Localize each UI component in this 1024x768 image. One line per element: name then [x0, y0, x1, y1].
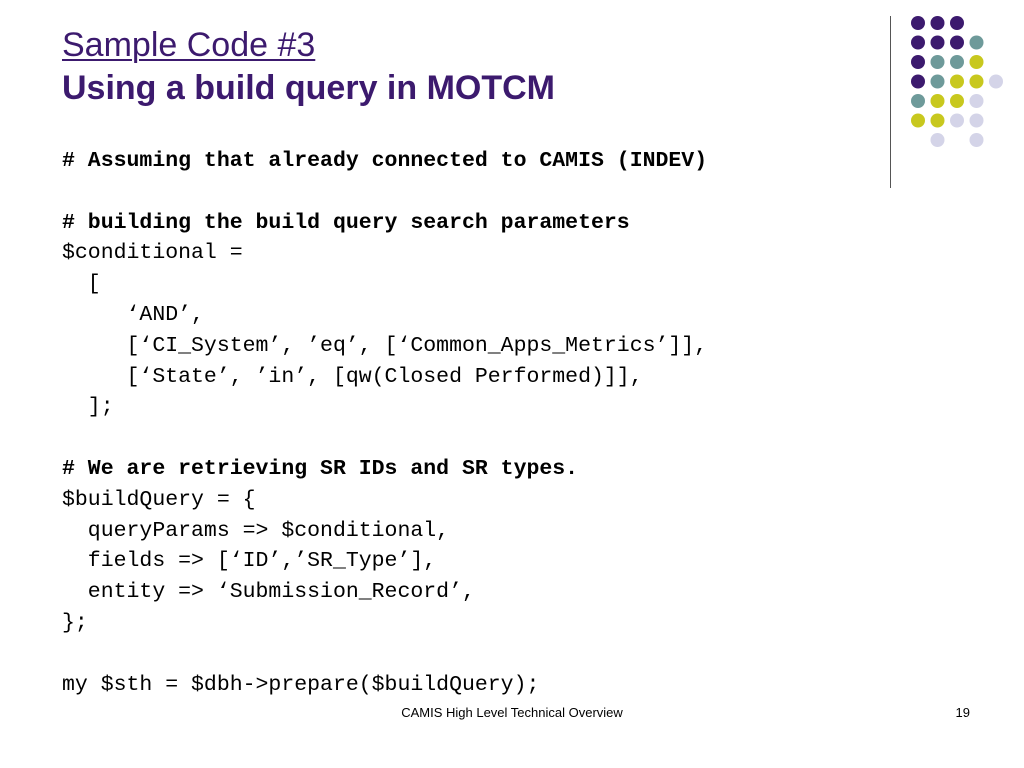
- decorative-dot: [950, 16, 964, 30]
- decorative-dot: [969, 133, 984, 147]
- decorative-dot: [950, 94, 964, 108]
- title-heading: Sample Code #3: [62, 26, 316, 64]
- decorative-dot: [911, 94, 925, 108]
- decorative-dot: [930, 94, 945, 108]
- decorative-dot: [969, 55, 984, 69]
- slide-title: Sample Code #3 Using a build query in MO…: [62, 24, 862, 110]
- decorative-dot: [969, 94, 984, 108]
- code-line: queryParams => $conditional,: [62, 518, 450, 543]
- decorative-dot: [930, 55, 945, 69]
- code-line: };: [62, 610, 88, 635]
- code-line: [62, 177, 882, 208]
- decorative-dot: [989, 74, 1003, 89]
- decorative-dot: [911, 74, 925, 89]
- footer-text: CAMIS High Level Technical Overview: [401, 705, 623, 720]
- decorative-dot: [950, 74, 964, 89]
- code-comment-line: # Assuming that already connected to CAM…: [62, 149, 708, 173]
- decorative-dot: [969, 74, 984, 89]
- decorative-dot: [969, 35, 984, 50]
- decorative-dot: [950, 113, 964, 128]
- code-line: fields => [‘ID’,’SR_Type’],: [62, 549, 437, 574]
- code-comment-line: # building the build query search parame…: [62, 210, 630, 235]
- page-number: 19: [955, 705, 970, 720]
- decorative-dot: [930, 74, 945, 89]
- decorative-dot: [930, 113, 945, 128]
- code-line: entity => ‘Submission_Record’,: [62, 580, 475, 605]
- code-line: ‘AND’,: [62, 302, 204, 327]
- decorative-dot: [911, 113, 925, 128]
- decorative-dot: [950, 55, 964, 69]
- decorative-dot: [911, 16, 925, 30]
- code-comment-line: # We are retrieving SR IDs and SR types.: [62, 456, 579, 481]
- code-line: $conditional =: [62, 241, 243, 266]
- decorative-dot: [911, 35, 925, 50]
- decorative-dot: [930, 35, 945, 50]
- code-line: [62, 423, 882, 454]
- decorative-dot: [930, 16, 945, 30]
- code-line: [‘CI_System’, ’eq’, [‘Common_Apps_Metric…: [62, 333, 708, 358]
- decorative-dot: [950, 35, 964, 50]
- title-subheading: Using a build query in MOTCM: [62, 69, 555, 107]
- code-block: # Assuming that already connected to CAM…: [62, 146, 882, 700]
- code-line: my $sth = $dbh->prepare($buildQuery);: [62, 672, 540, 697]
- code-line: [: [62, 272, 101, 297]
- decorative-dot: [969, 113, 984, 128]
- divider-line: [890, 16, 891, 188]
- decorative-dot-grid: [911, 16, 1003, 147]
- code-line: [‘State’, ’in’, [qw(Closed Performed)]],: [62, 364, 643, 389]
- decorative-dot: [911, 55, 925, 69]
- code-line: $buildQuery = {: [62, 487, 256, 512]
- decorative-dot: [930, 133, 945, 147]
- code-line: [62, 639, 882, 670]
- code-line: ];: [62, 395, 114, 420]
